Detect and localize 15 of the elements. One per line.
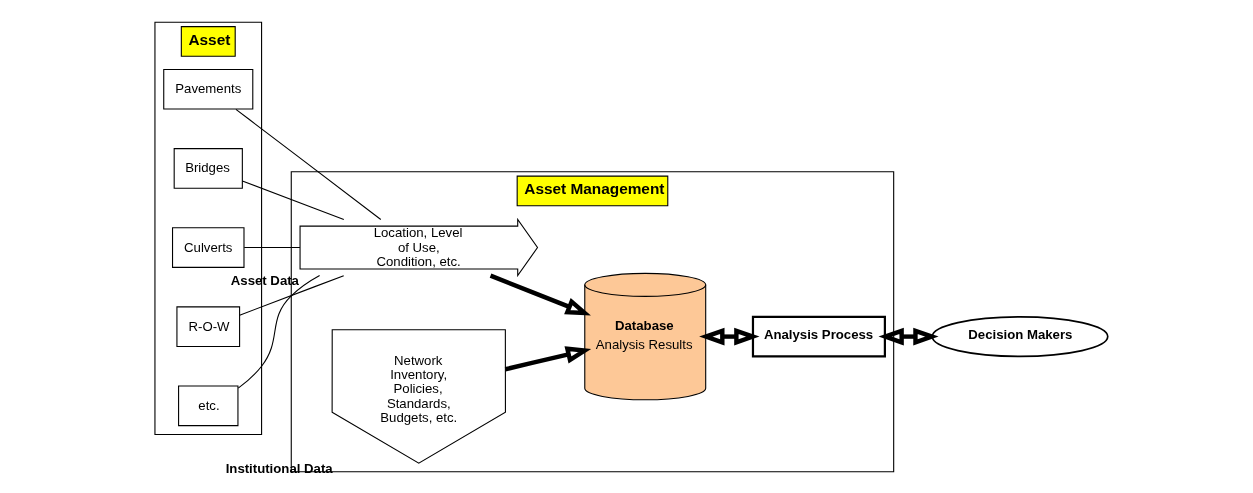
connector	[243, 246, 300, 248]
connector	[234, 108, 381, 220]
connector	[237, 274, 320, 389]
connector	[241, 179, 344, 220]
node-box: Bridges	[173, 147, 243, 189]
node-box: Culverts	[171, 226, 245, 268]
arrow	[504, 345, 591, 371]
arrow	[489, 273, 591, 315]
node-box: etc.	[177, 385, 238, 426]
arrow	[698, 327, 760, 345]
node-box: Analysis Process	[751, 315, 886, 357]
arrow	[878, 327, 939, 345]
node-box: Pavements	[162, 68, 253, 110]
node-ellipse: Decision Makers	[930, 315, 1109, 357]
node-box: R-O-W	[175, 305, 240, 347]
